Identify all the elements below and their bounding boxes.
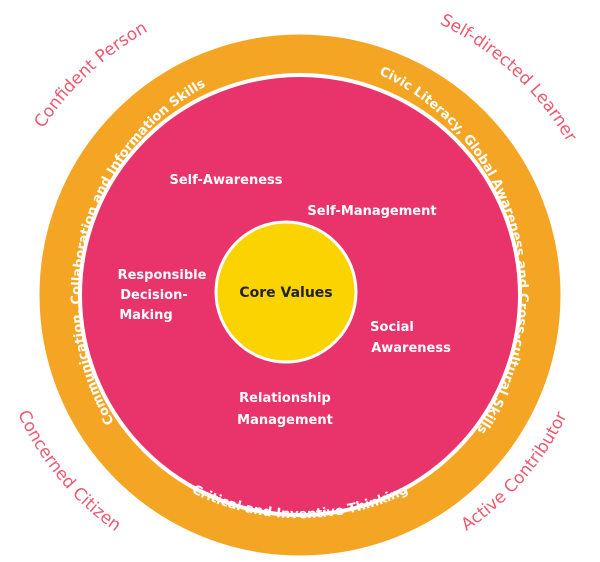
responsible-line3: Making xyxy=(119,308,172,323)
competency-social-awareness: Social Awareness xyxy=(370,320,451,356)
competency-self-awareness: Self-Awareness xyxy=(169,173,282,188)
competency-responsible-decision-making: Responsible Decision- Making xyxy=(118,268,207,323)
responsible-line2: Decision- xyxy=(120,288,188,303)
responsible-line1: Responsible xyxy=(118,268,207,283)
social-line1: Social xyxy=(370,320,414,335)
relationship-line2: Management xyxy=(237,413,333,428)
core-values-label: Core Values xyxy=(239,285,332,301)
relationship-line1: Relationship xyxy=(239,391,331,406)
social-line2: Awareness xyxy=(371,341,451,356)
competency-relationship-management: Relationship Management xyxy=(237,391,333,428)
competency-self-management: Self-Management xyxy=(307,204,436,219)
core-circle xyxy=(214,220,358,364)
